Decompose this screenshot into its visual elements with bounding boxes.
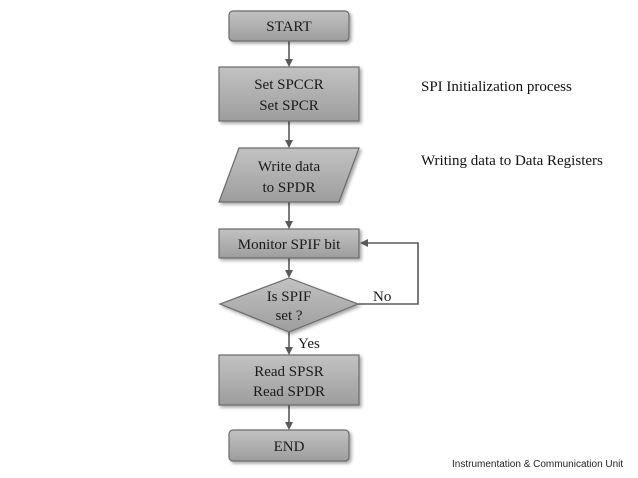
init-line-1: Set SPCCR	[254, 77, 324, 93]
write-line-2: to SPDR	[263, 180, 316, 196]
write-line-1: Write data	[258, 159, 321, 175]
footer-unit-name: Instrumentation & Communication Unit	[452, 459, 624, 470]
write-data-node: Write data to SPDR	[218, 147, 360, 203]
decision-line-1: Is SPIF	[267, 289, 312, 305]
read-node: Read SPSR Read SPDR	[218, 354, 360, 406]
monitor-node: Monitor SPIF bit	[218, 228, 360, 259]
no-label: No	[373, 289, 391, 305]
read-line-2: Read SPDR	[253, 384, 325, 400]
end-node: END	[228, 429, 350, 462]
end-label: END	[274, 439, 305, 455]
init-line-2: Set SPCR	[259, 98, 319, 114]
decision-node: Is SPIF set ?	[218, 277, 360, 333]
start-node: START	[228, 10, 350, 42]
yes-label: Yes	[298, 336, 320, 352]
arrow-no-loop	[358, 239, 419, 305]
read-line-1: Read SPSR	[254, 364, 324, 380]
write-note: Writing data to Data Registers	[421, 153, 603, 169]
init-note: SPI Initialization process	[421, 79, 572, 95]
init-process-node: Set SPCCR Set SPCR	[218, 66, 360, 122]
start-label: START	[266, 19, 311, 35]
connectors	[285, 41, 419, 430]
decision-line-2: set ?	[275, 308, 302, 324]
monitor-label: Monitor SPIF bit	[238, 237, 341, 253]
